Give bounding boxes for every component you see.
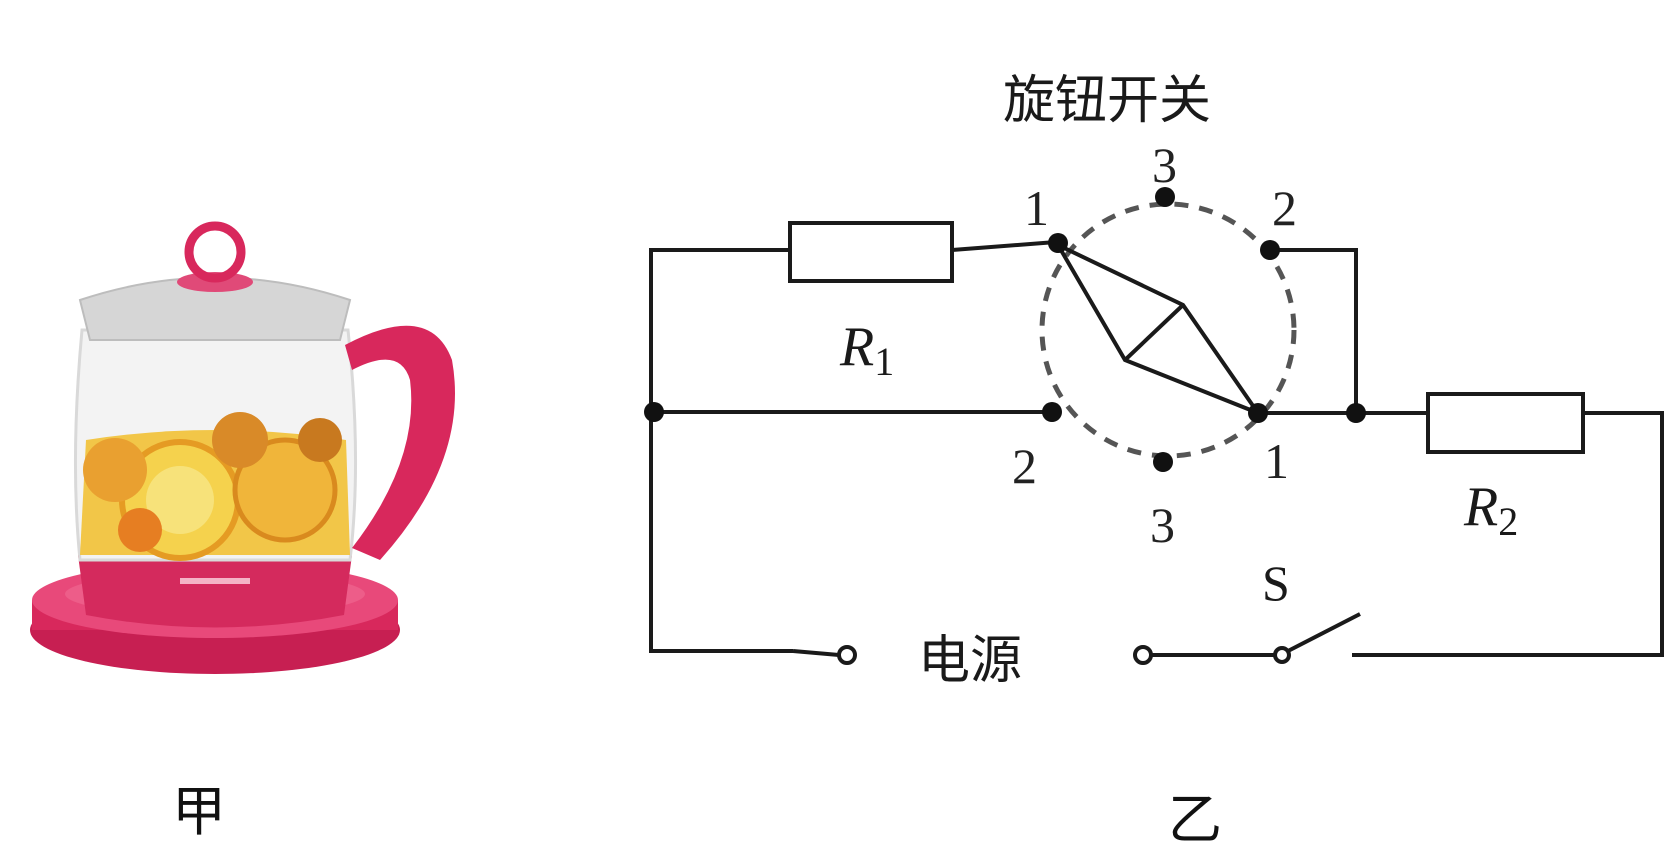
- junction-dot-left: [644, 402, 664, 422]
- junction-dot-right: [1346, 403, 1366, 423]
- resistor-r2-label: R2: [1463, 476, 1518, 544]
- wire-upper-right: [1270, 248, 1358, 413]
- caption-right: 乙: [1168, 788, 1222, 851]
- resistor-r1-label: R1: [839, 316, 894, 384]
- wire-r1-to-contact: [951, 240, 1057, 252]
- switch-s-label: S: [1262, 555, 1290, 611]
- contact-dot-top: [1155, 187, 1175, 207]
- circuit-diagram: 旋钮开关 1 3 2 2 3 1 R1 R2 电源 S: [644, 71, 1664, 691]
- knob-switch-label: 旋钮开关: [1003, 71, 1211, 131]
- switch-s-blade: [1287, 612, 1361, 653]
- wire-left-loop: [649, 248, 793, 653]
- contact-dot-lower-right: [1248, 403, 1268, 423]
- power-source-label: 电源: [918, 631, 1022, 691]
- knob-switch-rotor-bar: [1123, 303, 1185, 362]
- kettle-illustration: [30, 221, 455, 674]
- contact-label-lower-left: 2: [1012, 438, 1037, 494]
- resistor-r2: [1426, 392, 1585, 454]
- resistor-r1: [788, 221, 954, 283]
- caption-left: 甲: [172, 780, 226, 843]
- contact-label-bottom: 3: [1150, 497, 1175, 553]
- contact-label-lower-right: 1: [1264, 433, 1289, 489]
- contact-label-upper-right: 2: [1272, 180, 1297, 236]
- power-terminal-right: [1133, 645, 1153, 665]
- contact-dot-lower-left: [1042, 402, 1062, 422]
- knob-switch-outline: [1039, 201, 1297, 459]
- contact-label-upper-left: 1: [1024, 180, 1049, 236]
- contact-label-top: 3: [1152, 137, 1177, 193]
- power-terminal-left: [837, 645, 857, 665]
- switch-s-pivot: [1273, 646, 1291, 664]
- contact-dot-bottom: [1153, 452, 1173, 472]
- contact-dot-upper-left: [1048, 233, 1068, 253]
- wire-right-loop: [1352, 411, 1664, 657]
- contact-dot-upper-right: [1260, 240, 1280, 260]
